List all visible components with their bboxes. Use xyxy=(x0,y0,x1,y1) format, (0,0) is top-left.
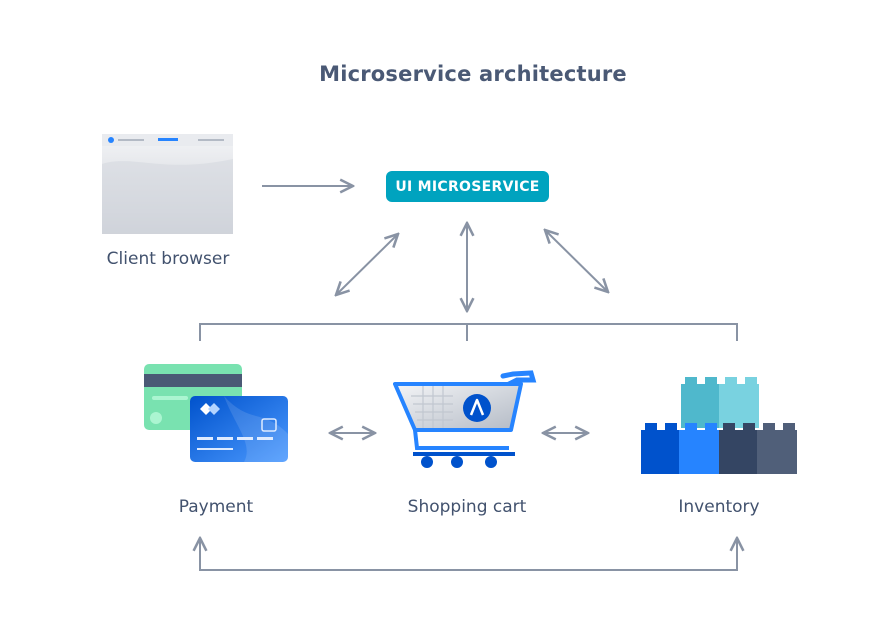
browser-window-icon xyxy=(102,134,233,234)
bus-line xyxy=(199,323,738,341)
ui-microservice-badge: UI MICROSERVICE xyxy=(386,171,549,202)
node-label-payment: Payment xyxy=(178,497,254,517)
arrow-ui-right-diagonal xyxy=(545,230,608,292)
diagram-title: Microservice architecture xyxy=(319,62,627,86)
arrow-ui-left-diagonal xyxy=(336,234,398,295)
building-blocks-icon xyxy=(641,377,797,474)
node-label-inventory: Inventory xyxy=(678,497,760,517)
node-label-client-browser: Client browser xyxy=(106,249,230,269)
shopping-cart-icon xyxy=(393,370,537,468)
node-label-shopping-cart: Shopping cart xyxy=(407,497,527,517)
arrow-payment-inventory xyxy=(200,538,737,571)
credit-card-icon xyxy=(144,364,288,462)
